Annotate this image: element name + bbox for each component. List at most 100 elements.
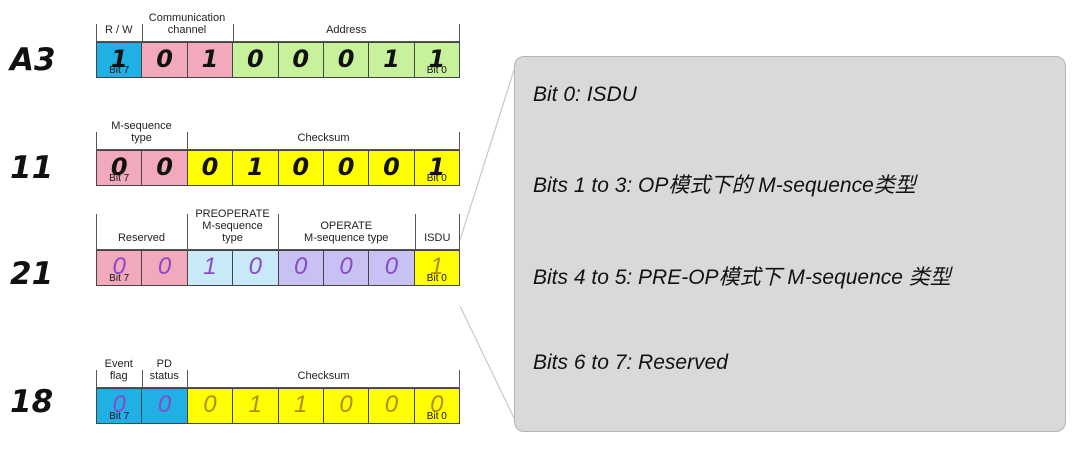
bit-value: 0 (339, 391, 353, 418)
bit-value: 1 (383, 45, 400, 73)
bit-cell: 0 (278, 251, 324, 285)
header-tick (141, 24, 143, 42)
bit-cell: 0 (233, 43, 279, 77)
bit-value: 0 (337, 153, 355, 181)
panel-line-bits1-3: Bits 1 to 3: OP模式下的 M-sequence类型 (533, 174, 916, 197)
bit-cell: 0 (323, 151, 370, 185)
header-tick (187, 214, 188, 250)
field-header-label: Communication channel (148, 12, 226, 36)
bit-cell: 0 (369, 151, 415, 185)
bit-value: 0 (430, 391, 444, 418)
bit-cell: 0 (278, 151, 324, 185)
header-tick (414, 214, 416, 250)
bit-cell: 1 (369, 43, 415, 77)
bit-cell: 0 (278, 43, 324, 77)
bit-value: 0 (337, 45, 355, 73)
panel-line-bits4-5: Bits 4 to 5: PRE-OP模式下 M-sequence 类型 (533, 266, 951, 289)
bit-value: 0 (157, 391, 172, 418)
field-header: Checksum (187, 356, 460, 388)
bit-cell: 0 (323, 43, 370, 77)
row-label-18: 18 (10, 384, 54, 420)
bit-value: 0 (112, 391, 126, 418)
bit-position-label: Bit 7 (109, 273, 130, 284)
header-baseline (232, 41, 460, 42)
field-header-label: Address (326, 24, 367, 36)
bit-position-label: Bit 0 (426, 411, 447, 422)
bit-cell: 1 (187, 43, 234, 77)
header-baseline (96, 149, 187, 150)
bit-value: 0 (156, 153, 173, 181)
bit-value: 1 (428, 45, 446, 73)
row-label-21: 21 (10, 256, 54, 292)
bit-value: 0 (384, 391, 399, 418)
field-header-label: Event flag (104, 358, 133, 382)
field-header: PD status (141, 356, 187, 388)
bit-cell: 1 (233, 389, 279, 423)
field-header: M-sequence type (96, 118, 187, 150)
bit-cell: 0 (187, 151, 234, 185)
field-header: Checksum (187, 118, 460, 150)
bit-cell: 0 (233, 251, 279, 285)
field-header-label: Checksum (297, 370, 350, 382)
bit-cell: 0 (142, 43, 188, 77)
header-tick (96, 24, 97, 42)
header-baseline (278, 249, 415, 250)
header-baseline (187, 249, 278, 250)
header-tick (459, 214, 460, 250)
bit-position-label: Bit 0 (426, 273, 447, 284)
header-baseline (187, 387, 460, 388)
field-header-label: R / W (105, 24, 133, 36)
explanation-panel: Bit 0: ISDU Bits 1 to 3: OP模式下的 M-sequen… (514, 56, 1066, 432)
bit-cell: 0 (187, 389, 234, 423)
bit-value: 0 (112, 253, 126, 280)
bit-value: 0 (248, 253, 262, 280)
bit-position-label: Bit 0 (426, 173, 447, 184)
header-tick (96, 214, 97, 250)
bit-value: 1 (248, 391, 262, 418)
bit-value: 0 (110, 153, 128, 181)
field-header: R / W (96, 10, 142, 42)
bit-position-label: Bit 0 (426, 65, 447, 76)
header-baseline (141, 387, 187, 388)
header-tick (187, 370, 188, 388)
field-header: OPERATE M-sequence type (278, 200, 415, 250)
bit-value: 0 (292, 45, 310, 73)
field-header: Communication channel (141, 10, 233, 42)
bit-value: 1 (201, 45, 219, 73)
field-header: Reserved (96, 200, 187, 250)
bit-value: 0 (339, 253, 353, 280)
bit-cell: 0 (323, 251, 370, 285)
bit-cell: 0 (323, 389, 370, 423)
bit-value: 1 (430, 253, 444, 280)
field-header: Address (232, 10, 460, 42)
bit-cell: 0 (142, 151, 188, 185)
bit-value: 1 (110, 45, 128, 73)
panel-line-bit0: Bit 0: ISDU (533, 83, 637, 106)
bit-value: 1 (203, 253, 217, 280)
header-baseline (187, 149, 460, 150)
field-header-label: Checksum (297, 132, 350, 144)
field-header: PREOPERATE M-sequence type (187, 200, 278, 250)
bit-cell: 1 (278, 389, 324, 423)
bit-value: 0 (156, 45, 173, 73)
field-header-label: PD status (149, 358, 179, 382)
bit-cell: 0 (369, 389, 415, 423)
bit-cell: 0 (369, 251, 415, 285)
header-baseline (414, 249, 460, 250)
bit-cell: 0 (142, 389, 188, 423)
bit-position-label: Bit 7 (109, 173, 130, 184)
bit-cell: 1 (233, 151, 279, 185)
bit-position-label: Bit 7 (109, 411, 130, 422)
bit-value: 0 (157, 253, 172, 280)
